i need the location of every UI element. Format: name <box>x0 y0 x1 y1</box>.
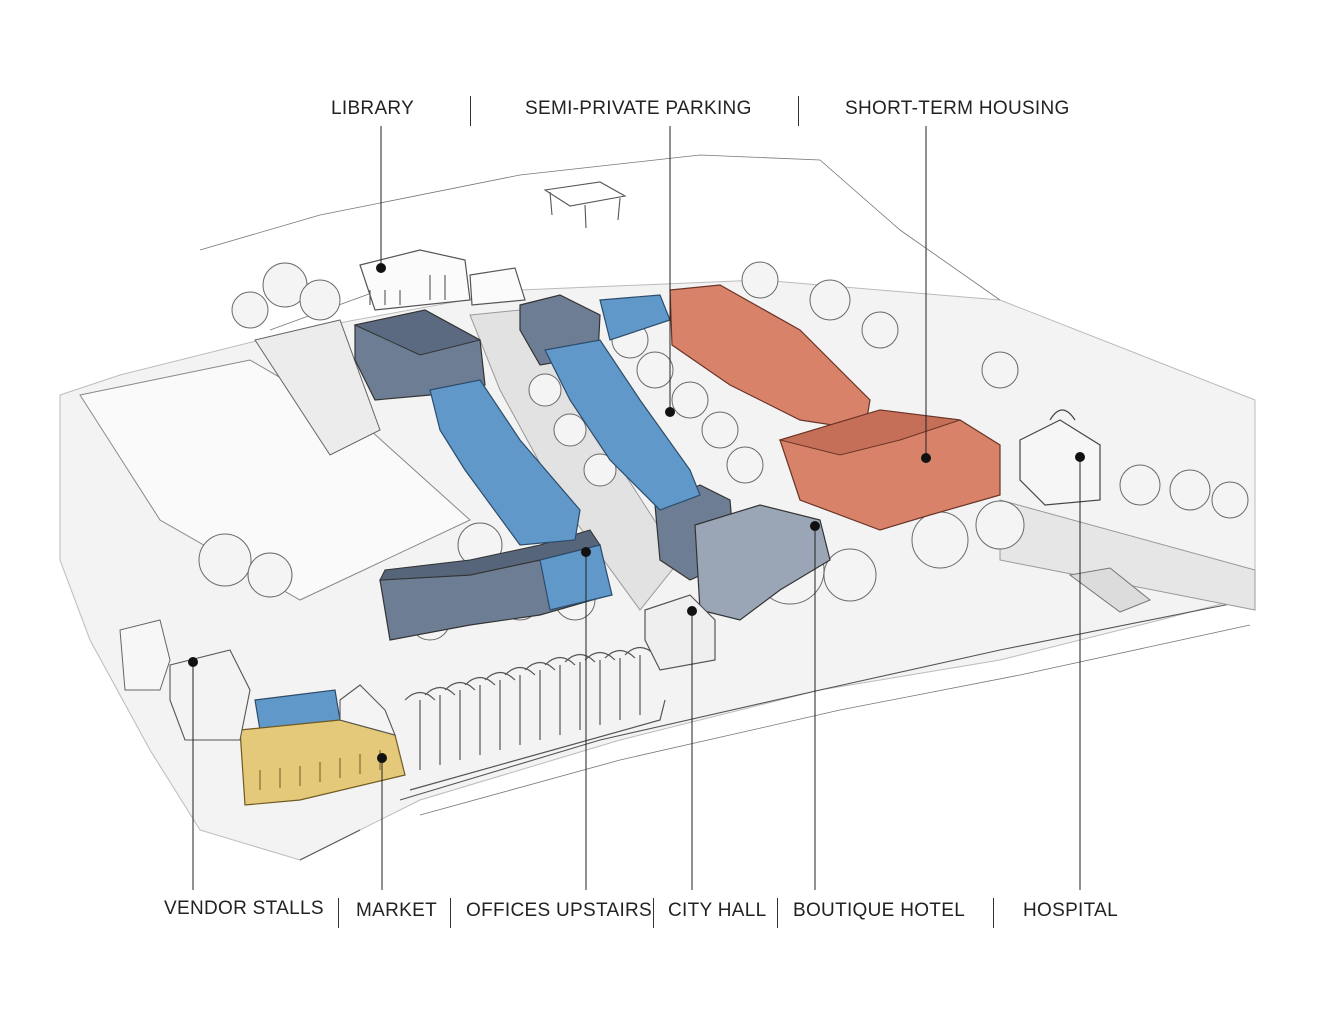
divider <box>470 96 471 126</box>
label-market: MARKET <box>356 900 437 921</box>
hotel-and-city-hall <box>644 504 831 671</box>
hotel-marker <box>810 521 820 531</box>
leader-lines <box>192 126 1081 890</box>
label-vendor-stalls: VENDOR STALLS <box>164 898 324 919</box>
divider <box>653 898 654 928</box>
divider <box>338 898 339 928</box>
label-offices-upstairs: OFFICES UPSTAIRS <box>466 900 653 921</box>
housing-marker <box>921 453 931 463</box>
library-marker <box>376 263 386 273</box>
label-semi-private-parking: SEMI-PRIVATE PARKING <box>525 98 752 119</box>
market-buildings <box>119 619 406 806</box>
market-marker <box>377 753 387 763</box>
short-term-housing-buildings <box>669 284 1001 531</box>
parking-marker <box>665 407 675 417</box>
library-building <box>359 249 526 311</box>
vendor-stalls-marker <box>188 657 198 667</box>
label-hospital: HOSPITAL <box>1023 900 1118 921</box>
divider <box>450 898 451 928</box>
parking-buildings <box>429 294 701 611</box>
hospital-marker <box>1075 452 1085 462</box>
offices-marker <box>581 547 591 557</box>
label-short-term-housing: SHORT-TERM HOUSING <box>845 98 1070 119</box>
leader-dots <box>188 263 1085 763</box>
label-library: LIBRARY <box>331 98 415 119</box>
palm-row <box>404 646 666 791</box>
label-city-hall: CITY HALL <box>668 900 767 921</box>
label-boutique-hotel: BOUTIQUE HOTEL <box>793 900 966 921</box>
city-hall-marker <box>687 606 697 616</box>
divider <box>798 96 799 126</box>
divider <box>777 898 778 928</box>
divider <box>993 898 994 928</box>
